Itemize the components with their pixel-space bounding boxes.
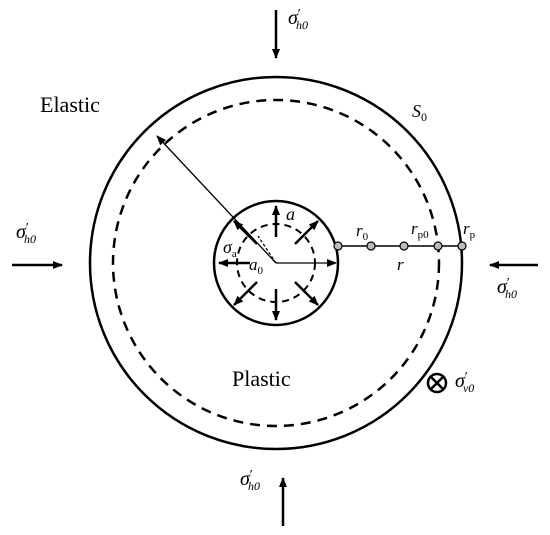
outer-boundary-circle [88, 75, 464, 451]
sigma-h0-top-label: σ′h0 [288, 7, 308, 32]
elastic-label: Elastic [40, 92, 100, 117]
r-label: r [397, 255, 404, 274]
rp-label: rp [463, 219, 476, 241]
sigma-h0-right-label: σ′h0 [497, 276, 517, 301]
a-label: a [286, 204, 295, 224]
initial-radius-line [257, 235, 277, 264]
plastic-boundary-dashed-circle [111, 98, 441, 428]
rp0-label: rp0 [411, 219, 429, 241]
circle-cross-icon [426, 372, 448, 394]
sigma-h0-left-label: σ′h0 [16, 221, 36, 246]
far-field-stress-arrows [12, 10, 538, 526]
plastic-label: Plastic [232, 366, 291, 391]
sigma-a-label: σa [223, 237, 237, 260]
radial-points [333, 241, 467, 251]
sigma-v0-label: σ′v0 [455, 370, 474, 395]
a0-label: a0 [249, 255, 264, 277]
sigma-h0-bottom-label: σ′h0 [240, 468, 260, 493]
r0-label: r0 [356, 221, 369, 243]
internal-pressure-arrows [218, 205, 319, 321]
s0-label: S0 [412, 101, 427, 124]
cavity-circle [212, 199, 340, 327]
